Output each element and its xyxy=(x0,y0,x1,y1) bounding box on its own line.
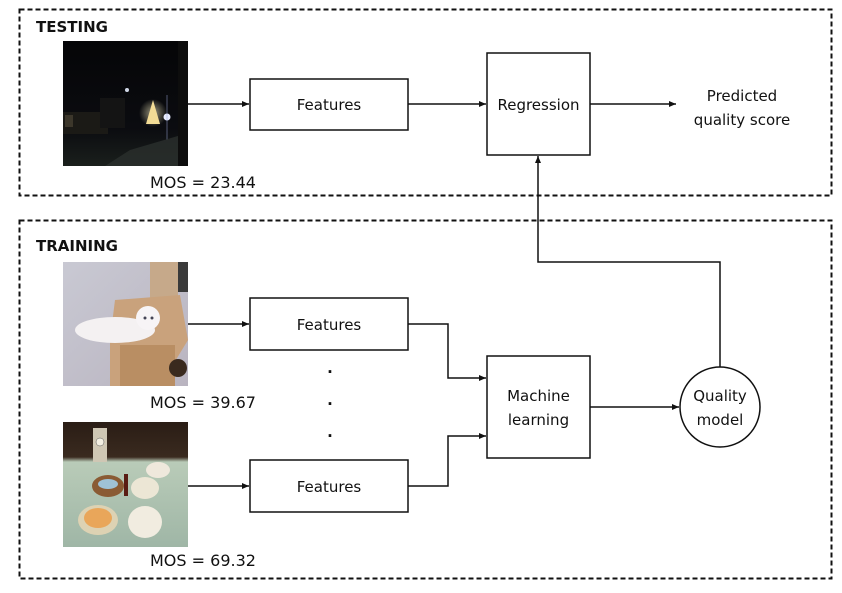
training-mos-label-1: MOS = 39.67 xyxy=(150,393,256,412)
ellipsis-dot: · xyxy=(327,363,333,381)
training-mos-label-2: MOS = 69.32 xyxy=(150,551,256,570)
testing-features-label: Features xyxy=(297,96,362,114)
regression-label: Regression xyxy=(497,96,579,114)
testing-image xyxy=(63,41,188,166)
arrow-quality-model-to-regression xyxy=(535,156,721,367)
predicted-score-label-line1: Predicted xyxy=(707,87,777,105)
machine-learning-label-line2: learning xyxy=(508,411,569,429)
training-features-label-1: Features xyxy=(297,316,362,334)
training-image-tea xyxy=(63,422,188,547)
arrow-features1-to-ml xyxy=(408,323,486,381)
training-features-box-2 xyxy=(249,459,409,513)
ellipsis-dot: · xyxy=(327,427,333,445)
ellipsis-dot: · xyxy=(327,395,333,413)
predicted-score-label-line2: quality score xyxy=(694,111,790,129)
machine-learning-box xyxy=(486,355,591,459)
testing-section: TESTING MOS = 23.44 Features Regression … xyxy=(18,8,833,197)
quality-model-node xyxy=(679,366,761,448)
training-title: TRAINING xyxy=(36,237,118,255)
quality-model-label-line2: model xyxy=(697,411,744,429)
training-section: TRAINING MOS = 39.67 Features · · · xyxy=(18,219,833,580)
training-features-label-2: Features xyxy=(297,478,362,496)
arrow-features2-to-ml xyxy=(408,433,486,487)
testing-mos-label: MOS = 23.44 xyxy=(150,173,256,192)
testing-frame xyxy=(18,8,833,197)
training-features-box-1 xyxy=(249,297,409,351)
testing-title: TESTING xyxy=(36,18,108,36)
training-frame xyxy=(18,219,833,580)
training-image-cat xyxy=(63,262,188,386)
quality-model-label-line1: Quality xyxy=(693,387,747,405)
machine-learning-label-line1: Machine xyxy=(507,387,570,405)
